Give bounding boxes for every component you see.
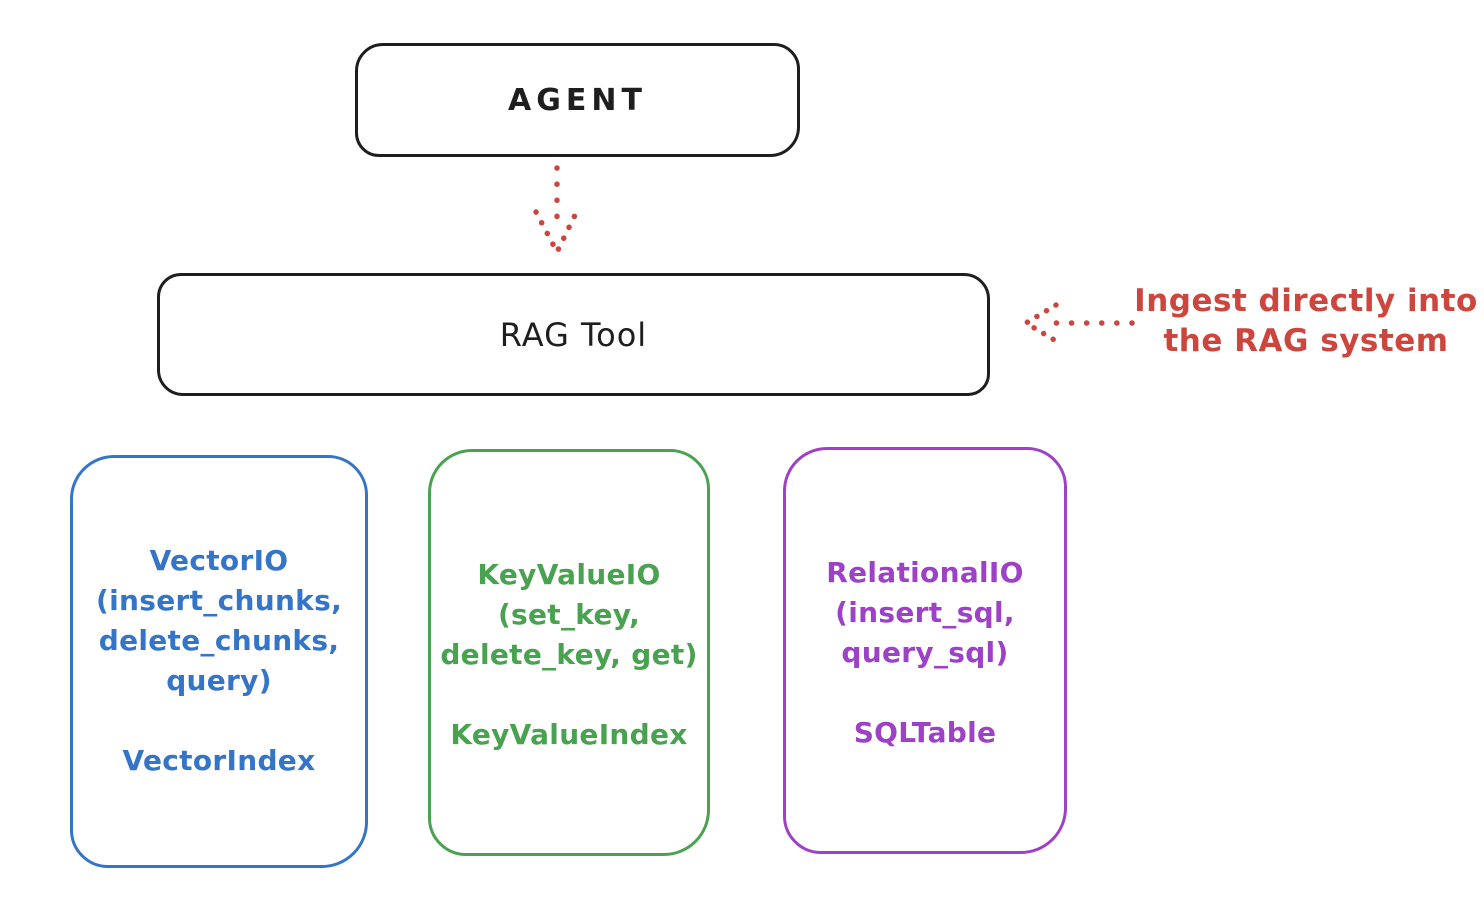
agent-label: AGENT [508,82,647,118]
backend-lines: VectorIO (insert_chunks, delete_chunks, … [96,541,342,701]
rag-tool-label: RAG Tool [499,315,648,354]
ingest-arrow [1023,302,1135,344]
backend-index-label: VectorIndex [122,744,316,777]
backend-line: query_sql) [841,636,1009,669]
backend-line: KeyValueIO [477,558,661,591]
backend-lines: KeyValueIO (set_key, delete_key, get) [440,555,697,675]
ingest-annotation-line1: Ingest directly into [1134,283,1478,319]
ingest-annotation-line2: the RAG system [1163,323,1449,359]
backend-line: (insert_sql, [835,596,1015,629]
ingest-arrowhead [1023,302,1059,344]
backend-lines: RelationalIO (insert_sql, query_sql) [826,553,1024,673]
backend-line: delete_key, get) [440,638,698,671]
backend-line: query) [166,664,272,697]
agent-to-rag-arrow [533,165,581,255]
ingest-annotation: Ingest directly into the RAG system [1130,281,1482,361]
backend-line: RelationalIO [826,556,1024,589]
backend-line: (set_key, [497,598,641,631]
backend-node-vector-io: VectorIO (insert_chunks, delete_chunks, … [70,455,368,868]
backend-node-keyvalue-io: KeyValueIO (set_key, delete_key, get) Ke… [428,449,710,856]
backend-line: (insert_chunks, [96,584,342,617]
agent-node: AGENT [355,43,800,157]
backend-index-label: KeyValueIndex [450,718,688,751]
backend-line: VectorIO [149,544,289,577]
backend-node-relational-io: RelationalIO (insert_sql, query_sql) SQL… [783,447,1067,854]
backend-index-label: SQLTable [853,716,997,749]
backend-line: delete_chunks, [98,624,340,657]
agent-to-rag-arrowhead [533,206,581,255]
rag-tool-node: RAG Tool [157,273,990,396]
